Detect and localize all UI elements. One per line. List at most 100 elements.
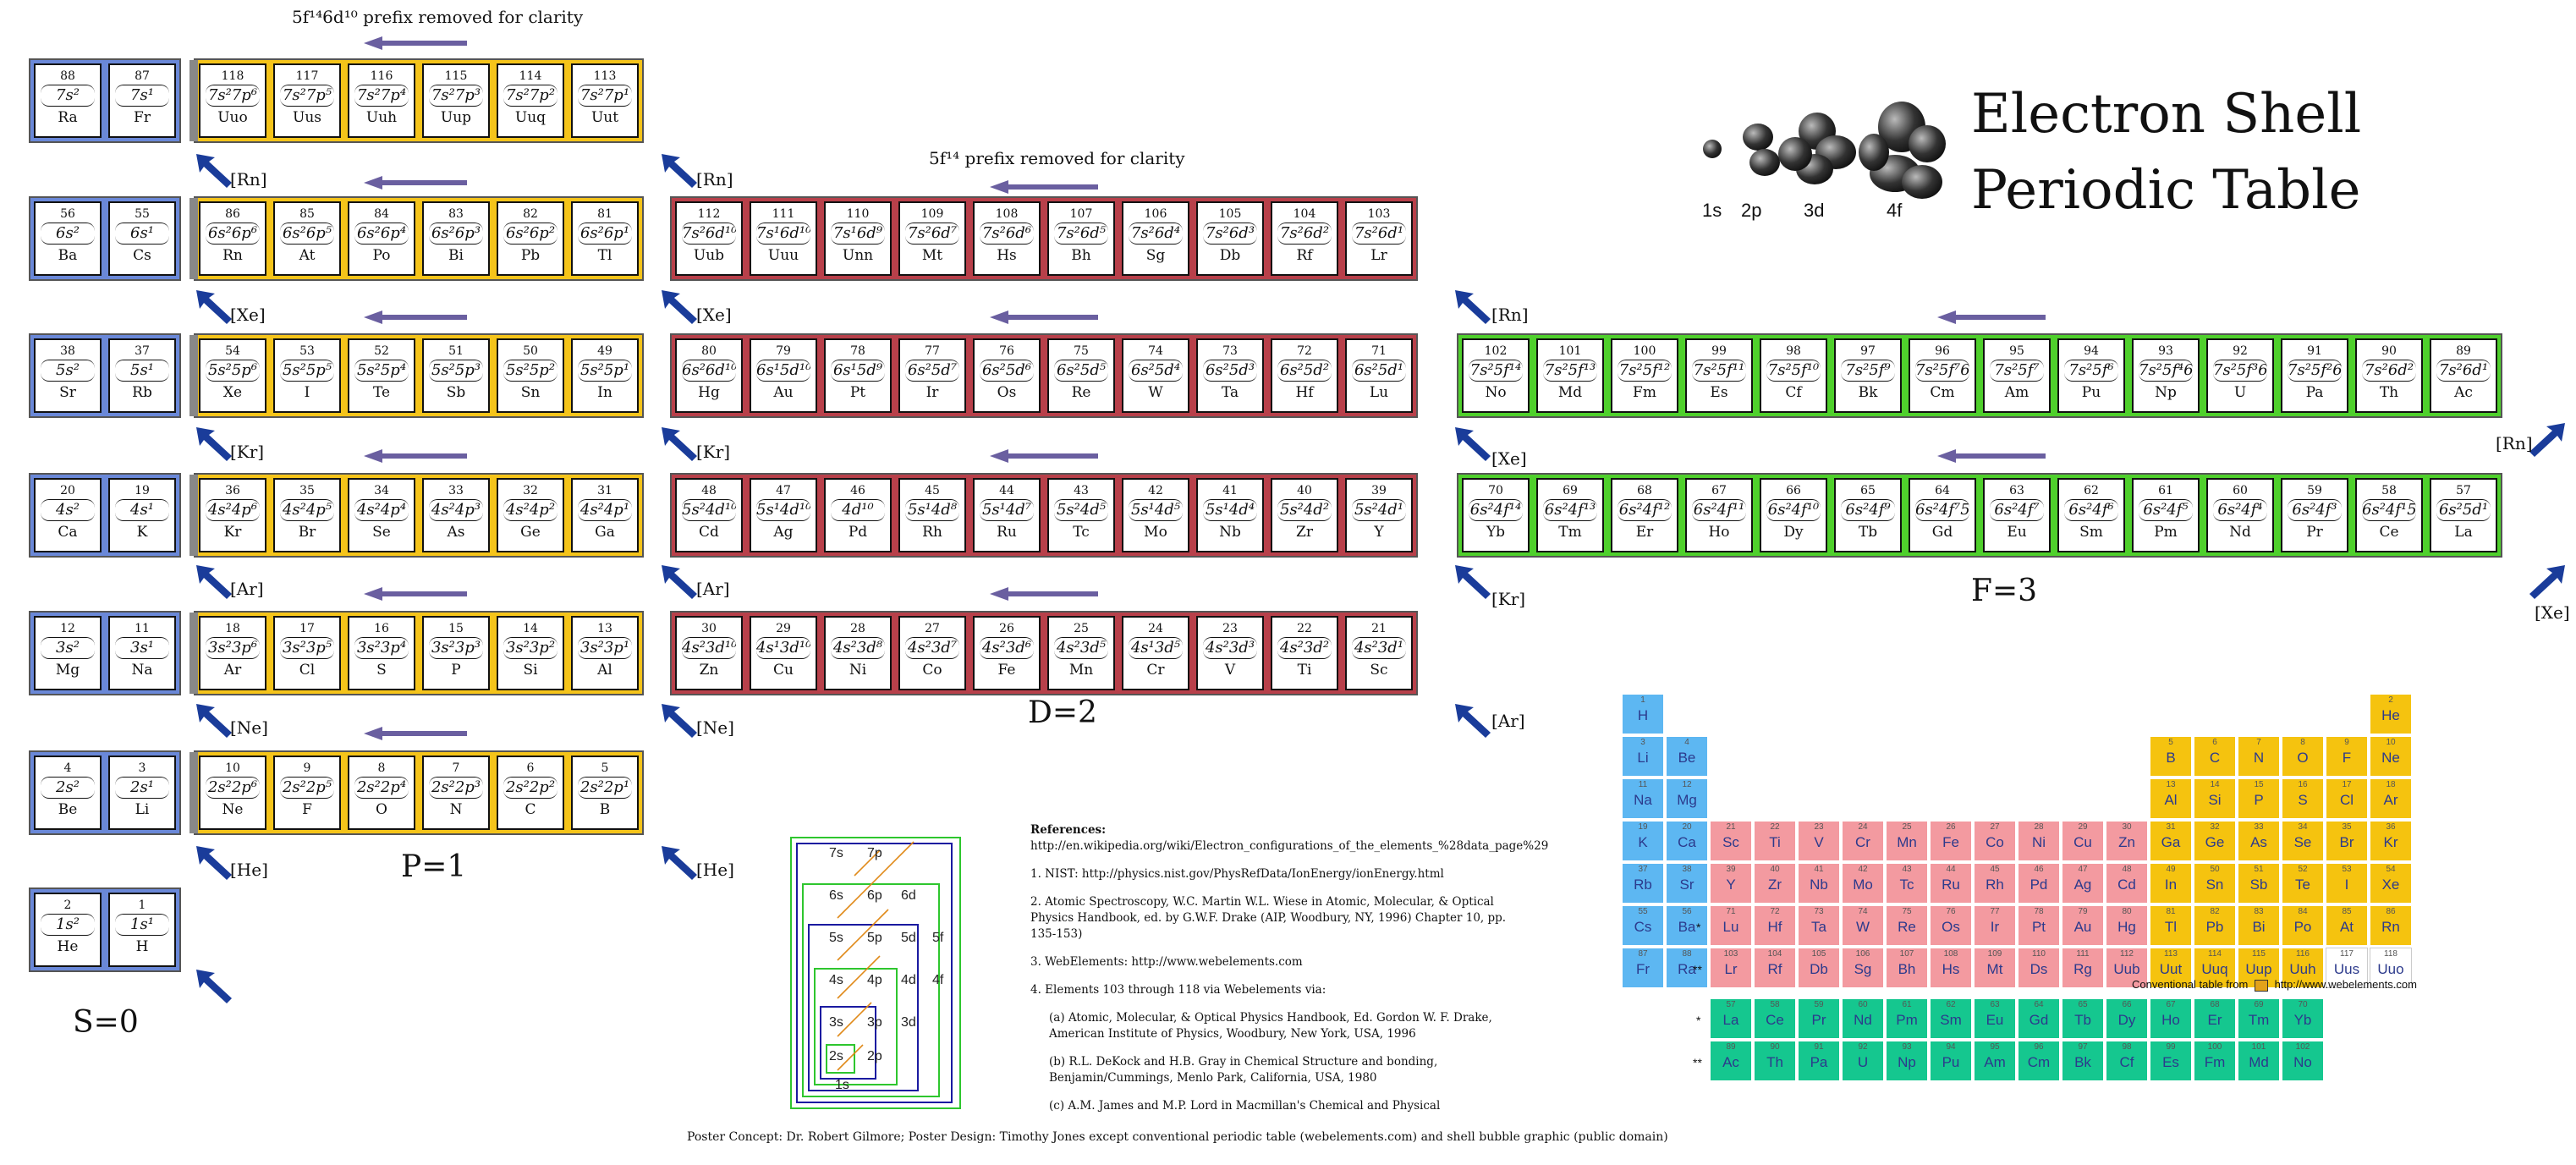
conventional-url[interactable]: http://www.webelements.com (2274, 978, 2417, 991)
svg-text:7s: 7s (829, 846, 843, 860)
references-url[interactable]: http://en.wikipedia.org/wiki/Electron_co… (1030, 839, 1549, 853)
prefix-removed-arrow-icon (1937, 449, 2046, 463)
atomic-number: 85 (299, 207, 315, 221)
band-separator (189, 198, 198, 279)
atomic-number: 80 (701, 344, 717, 358)
electron-configuration: 6s²4f¹³ (1543, 499, 1597, 521)
core-shell-arrow-icon (196, 290, 232, 324)
element-symbol: H (135, 938, 149, 955)
atomic-number: 34 (374, 484, 389, 497)
electron-configuration: 7s²6d² (2362, 360, 2416, 382)
electron-configuration: 5s²4d² (1277, 499, 1332, 521)
element-symbol: Te (372, 384, 391, 401)
band-separator (189, 60, 198, 141)
element-symbol: Pr (2306, 524, 2323, 541)
element-symbol: Md (1557, 384, 1583, 401)
element-symbol: Pb (520, 247, 541, 264)
element-cell-cm: 967s²5f⁷6d¹Cm (1909, 338, 1976, 413)
atomic-number: 93 (2158, 344, 2173, 358)
svg-text:5s: 5s (829, 931, 843, 945)
core-shell-arrow-icon (1455, 427, 1491, 461)
element-cell-np: 937s²5f⁴6d¹Np (2132, 338, 2200, 413)
atomic-number: 92 (2233, 344, 2248, 358)
electron-configuration: 2s²2p² (503, 777, 557, 799)
element-symbol: V (1224, 662, 1236, 679)
core-label: [Xe] (230, 305, 266, 325)
core-shell-arrow-icon (196, 704, 232, 738)
element-symbol: Si (523, 662, 538, 679)
atomic-number: 115 (444, 69, 468, 83)
atomic-number: 82 (523, 207, 538, 221)
element-cell-ce: 586s²4f¹5d¹Ce (2355, 478, 2423, 552)
electron-configuration: 7s²5f¹⁴ (1469, 360, 1523, 382)
element-symbol: Zr (1296, 524, 1313, 541)
atomic-number: 114 (519, 69, 542, 83)
element-symbol: Ne (222, 801, 244, 818)
element-symbol: Lr (1370, 247, 1387, 264)
electron-configuration: 4s²4p⁵ (280, 499, 334, 521)
atomic-number: 17 (299, 622, 315, 635)
atomic-number: 56 (60, 207, 75, 221)
atomic-number: 30 (701, 622, 717, 635)
element-symbol: Hg (698, 384, 720, 401)
electron-configuration: 6s²5d⁷ (905, 360, 959, 382)
prefix-removed-arrow-icon (990, 449, 1098, 463)
electron-configuration: 6s²6d¹⁰ (682, 360, 736, 382)
atomic-number: 37 (135, 344, 150, 358)
element-symbol: Fe (997, 662, 1016, 679)
element-symbol: Ba (58, 247, 78, 264)
electron-configuration: 4d¹⁰ (831, 499, 885, 521)
element-symbol: Mt (921, 247, 943, 264)
electron-configuration: 7s²5f¹² (1618, 360, 1672, 382)
band-p-row-4 (194, 473, 644, 558)
band-separator (189, 335, 198, 416)
element-symbol: W (1148, 384, 1163, 401)
orbital-shapes-graphic (1703, 102, 1946, 199)
atomic-number: 23 (1222, 622, 1238, 635)
element-symbol: Pt (849, 384, 866, 401)
element-symbol: Uuu (767, 247, 799, 264)
element-symbol: B (599, 801, 611, 818)
core-label: [Ar] (696, 579, 730, 599)
electron-configuration: 4s¹3d¹⁰ (756, 637, 810, 659)
electron-configuration: 6s²5d⁴ (1129, 360, 1183, 382)
reference-item: 3. WebElements: http://www.webelements.c… (1030, 955, 1303, 969)
electron-configuration: 7s²7p⁴ (354, 85, 409, 107)
atomic-number: 59 (2307, 484, 2322, 497)
element-symbol: Er (1635, 524, 1654, 541)
atomic-number: 54 (225, 344, 240, 358)
element-symbol: Rh (922, 524, 942, 541)
atomic-number: 111 (772, 207, 795, 221)
band-separator (189, 752, 198, 833)
electron-configuration: 3s²3p³ (429, 637, 483, 659)
atomic-number: 44 (999, 484, 1014, 497)
element-symbol: U (2233, 384, 2247, 401)
atomic-number: 96 (1935, 344, 1950, 358)
